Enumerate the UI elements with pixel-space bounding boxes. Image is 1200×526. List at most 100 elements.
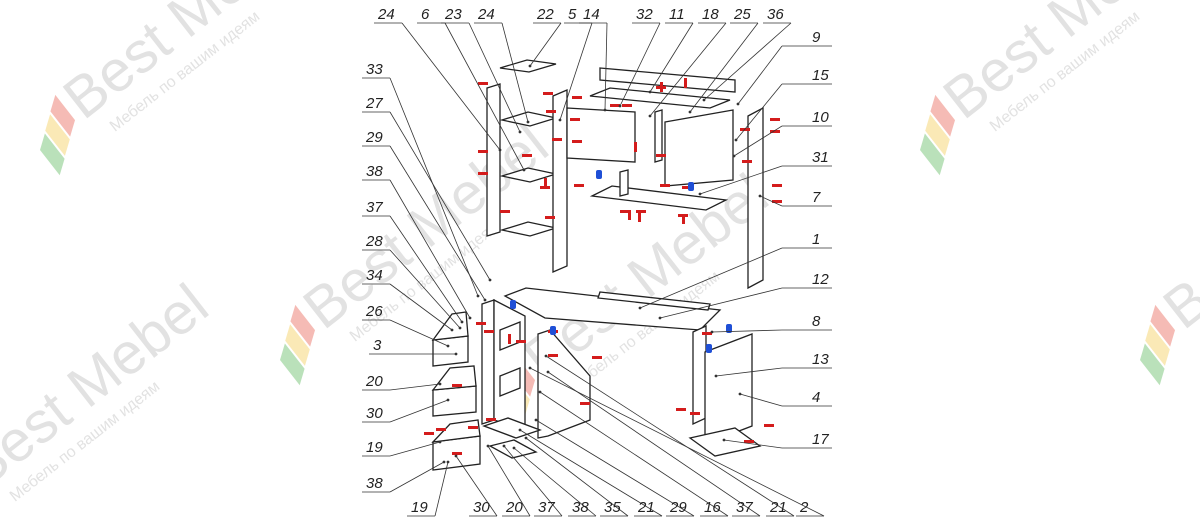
callout-anchor-dot: [450, 328, 454, 332]
callout-leader: [737, 45, 783, 105]
watermark-brand: Best Mebel: [0, 272, 220, 502]
callout-anchor-dot: [534, 418, 538, 422]
callout-anchor-dot: [512, 446, 516, 450]
callout-leader: [659, 287, 783, 319]
fastener-mark: [682, 214, 685, 224]
connector-mark: [726, 324, 732, 333]
desk-top: [503, 287, 722, 331]
callout-label: 37: [366, 199, 383, 216]
fastener-mark: [592, 356, 602, 359]
callout-anchor-dot: [558, 118, 562, 122]
callout-anchor-dot: [454, 352, 458, 356]
fastener-mark: [522, 154, 532, 157]
callout-label: 17: [812, 431, 829, 448]
callout-anchor-dot: [758, 194, 762, 198]
fastener-mark: [543, 92, 553, 95]
callout-anchor-dot: [528, 64, 532, 68]
fastener-mark: [702, 332, 712, 335]
callout-anchor-dot: [524, 436, 528, 440]
callout-anchor-dot: [648, 90, 652, 94]
connector-mark: [706, 344, 712, 353]
fastener-mark: [656, 154, 666, 157]
callout-label: 11: [669, 6, 685, 23]
callout-anchor-dot: [498, 148, 502, 152]
callout-leader: [535, 419, 695, 517]
callout-label: 25: [733, 6, 751, 23]
pedestal-back-panel: [493, 298, 526, 431]
fastener-mark: [622, 104, 632, 107]
logo-stripe-green: [920, 133, 945, 176]
callout-anchor-dot: [522, 168, 526, 172]
callout-leader: [513, 447, 597, 517]
callout-anchor-dot: [438, 440, 442, 444]
fastener-mark: [545, 216, 555, 219]
fastener-mark: [500, 210, 510, 213]
callout-leaders: [362, 22, 832, 517]
hutch-inner-divider: [654, 109, 663, 163]
hutch-support-post: [619, 169, 629, 197]
connector-mark: [688, 182, 694, 191]
callout-anchor-dot: [658, 316, 662, 320]
logo-stripe-green: [40, 133, 65, 176]
callout-label: 21: [637, 499, 655, 516]
callout-leader: [519, 429, 663, 517]
fastener-mark: [544, 178, 547, 188]
callout-label: 33: [366, 61, 383, 78]
callout-label: 13: [812, 351, 829, 368]
callout-leader: [689, 22, 759, 113]
callout-label: 12: [812, 271, 829, 288]
callout-leader: [703, 22, 792, 101]
callout-label: 23: [444, 6, 462, 23]
fastener-mark: [660, 184, 670, 187]
fastener-mark: [742, 160, 752, 163]
callout-label: 5: [568, 6, 577, 23]
fastener-mark: [660, 82, 663, 92]
callout-anchor-dot: [446, 398, 450, 402]
callout-anchor-dot: [603, 108, 607, 112]
fastener-mark: [552, 138, 562, 141]
logo-stripe-red: [1150, 304, 1176, 347]
fastener-mark: [452, 452, 462, 455]
callout-leader: [389, 77, 479, 297]
callout-label: 15: [812, 67, 829, 84]
small-shelf-lower: [499, 221, 559, 237]
fastener-mark: [772, 184, 782, 187]
fastener-mark: [744, 440, 754, 443]
callout-leader: [529, 22, 562, 67]
hutch-back-panel-right: [664, 109, 734, 187]
fastener-mark: [690, 412, 700, 415]
hutch-shelf-board-18: [589, 87, 731, 109]
callout-anchor-dot: [710, 330, 714, 334]
callout-leader: [487, 445, 531, 517]
callout-label: 38: [572, 499, 589, 516]
callout-leader: [759, 195, 783, 207]
callout-label: 1: [812, 231, 820, 248]
callout-label: 28: [365, 233, 383, 250]
hutch-divider-panel: [552, 89, 568, 273]
callout-leader: [539, 391, 729, 517]
callout-label: 22: [536, 6, 554, 23]
fastener-mark: [636, 210, 646, 213]
callout-anchor-dot: [454, 454, 458, 458]
drawer-middle-side: [431, 365, 477, 391]
fastener-mark: [570, 118, 580, 121]
drawer-top-front: [432, 335, 469, 367]
callout-anchor-dot: [702, 98, 706, 102]
callout-leader: [444, 22, 525, 171]
callout-label: 20: [505, 499, 523, 516]
fastener-mark: [478, 82, 488, 85]
callout-anchor-dot: [446, 460, 450, 464]
callout-label: 21: [769, 499, 787, 516]
pedestal-bottom-panel: [482, 417, 542, 439]
fastener-mark: [676, 408, 686, 411]
callout-anchor-dot: [468, 316, 472, 320]
callout-leader: [389, 249, 461, 329]
callout-leader: [434, 461, 449, 517]
watermark-brand: Best Mebel: [1151, 112, 1200, 342]
callout-label: 2: [799, 499, 809, 516]
fastener-mark: [580, 402, 590, 405]
drawer-pedestal: [431, 298, 542, 471]
callout-anchor-dot: [732, 154, 736, 158]
drawer-runner-lower: [499, 367, 521, 397]
